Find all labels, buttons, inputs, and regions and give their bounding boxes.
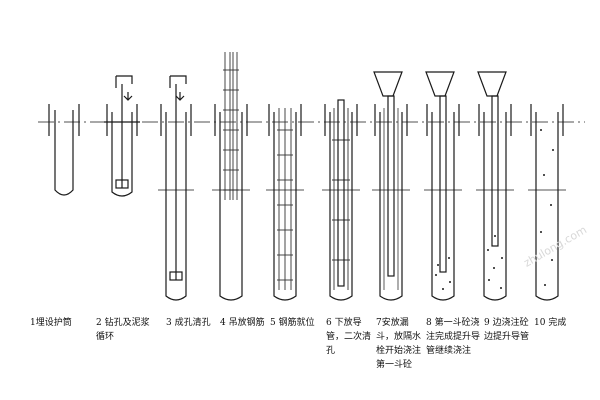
- flow-arrow: [123, 92, 133, 101]
- hopper: [373, 71, 403, 97]
- hopper: [477, 71, 507, 97]
- step-7-caption: 7安放漏斗，放隔水栓开始浇注第一斗砼: [376, 318, 422, 370]
- step-10-drawing: [528, 104, 566, 301]
- tremie-pipe: [439, 95, 447, 273]
- step-9-drawing: [476, 71, 514, 301]
- step-3-caption: 3 成孔清孔: [166, 318, 211, 328]
- step-7-drawing: [372, 71, 410, 301]
- concrete-dots: [487, 235, 503, 289]
- step-1-caption: 1埋设护筒: [30, 318, 72, 328]
- step-2-caption: 2 钻孔及泥浆循环: [96, 318, 150, 342]
- step-8-drawing: [424, 71, 462, 301]
- step-5-drawing: [266, 104, 304, 301]
- step-4-caption: 4 吊放钢筋: [220, 318, 265, 328]
- step-2-drawing: [104, 75, 140, 197]
- step-3-drawing: [158, 75, 194, 301]
- step-8-caption: 8 第一斗砼浇注完成提升导管继续浇注: [426, 318, 481, 356]
- swivel-head: [115, 75, 133, 88]
- rebar-cage: [277, 108, 293, 290]
- step-9-caption: 9 边浇注砼边提升导管: [484, 318, 530, 342]
- hopper: [425, 71, 455, 97]
- tremie-pipe: [387, 95, 395, 277]
- tremie-pipe: [337, 99, 345, 287]
- rebar-cage: [332, 108, 350, 290]
- step-1-drawing: [48, 104, 80, 196]
- step-6-caption: 6 下放导管，二次清孔: [326, 318, 372, 356]
- step-5-caption: 5 钢筋就位: [270, 318, 315, 328]
- tremie-pipe: [491, 95, 499, 247]
- drill-bit: [115, 179, 129, 189]
- concrete-dots: [435, 257, 451, 290]
- step-6-drawing: [322, 99, 360, 301]
- concrete-dots: [540, 129, 554, 286]
- casing: [54, 110, 74, 196]
- step-4-drawing: [212, 52, 250, 301]
- rebar-cage: [223, 52, 239, 200]
- step-10-caption: 10 完成: [534, 318, 567, 328]
